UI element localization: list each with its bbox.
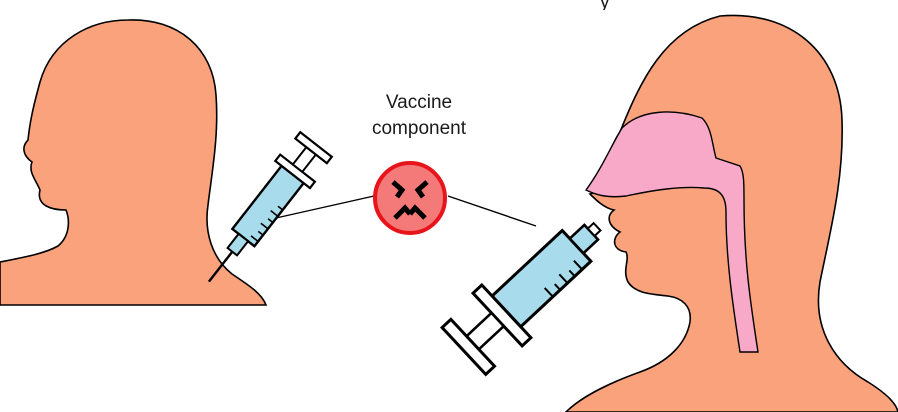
clipped-title-text: y: [600, 0, 660, 10]
label-line-2: component: [349, 116, 489, 142]
left-head-icon: [0, 20, 266, 305]
connector-line-right: [448, 196, 536, 226]
vaccine-component-label: Vaccine component: [349, 90, 489, 142]
label-line-1: Vaccine: [349, 90, 489, 116]
antigen-particle-icon: [375, 163, 445, 233]
nasal-syringe-icon: [439, 200, 621, 377]
